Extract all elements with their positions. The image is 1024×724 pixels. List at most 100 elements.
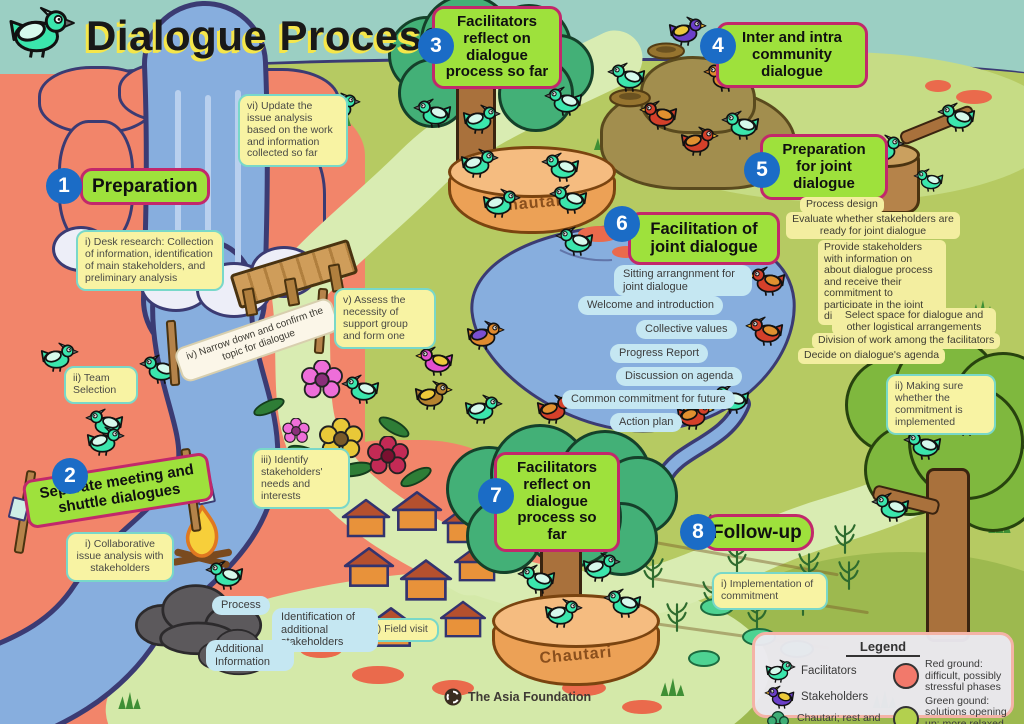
- step-2-number: 2: [52, 458, 88, 494]
- step-4-number: 4: [700, 28, 736, 64]
- waterfall-streak: [235, 90, 241, 265]
- asia-foundation-logo-icon: [444, 688, 462, 706]
- facilitator-bird-icon: [413, 98, 452, 129]
- facilitator-bird-icon: [10, 7, 75, 59]
- step-4-label: Inter and intra community dialogue: [716, 22, 868, 89]
- salmon-dots: [622, 700, 662, 714]
- facilitator-bird-icon: [555, 226, 594, 257]
- step-6-label: Facilitation of joint dialogue: [628, 212, 780, 265]
- house-icon: [398, 558, 454, 604]
- legend-grounds-column: Red ground: difficult, possibly stressfu…: [893, 657, 1011, 724]
- salmon-dots: [925, 80, 951, 92]
- note-desk-research: i) Desk research: Collection of informat…: [76, 230, 224, 292]
- step-7-number: 7: [478, 478, 514, 514]
- facilitator-bird-icon: [913, 168, 944, 193]
- facilitator-bird-icon: [544, 86, 583, 117]
- facilitator-bird-icon: [607, 62, 646, 93]
- legend-green-ground: Green gound: solutions opening up; more …: [893, 694, 1011, 724]
- facilitator-bird-icon: [549, 184, 588, 215]
- stakeholder-bird-icon: [414, 380, 453, 411]
- legend-panel: Legend Facilitators Stakeholders Chautar…: [752, 632, 1014, 724]
- preparation-joint-item: Evaluate whether stakeholders are ready …: [786, 212, 960, 240]
- note-making-sure-commitment: ii) Making sure whether the commitment i…: [886, 374, 996, 436]
- note-assess-support-group: v) Assess the necessity of support group…: [334, 288, 436, 350]
- step-1-number: 1: [46, 168, 82, 204]
- legend-label: Chautari; rest and review: [797, 712, 881, 724]
- facilitator-bird-icon: [341, 374, 380, 405]
- legend-item-stakeholders: Stakeholders: [764, 685, 887, 710]
- tree-trunk: [926, 468, 970, 642]
- legend-icons-column: Facilitators Stakeholders Chautari; rest…: [764, 657, 887, 724]
- step-5-number: 5: [744, 152, 780, 188]
- preparation-joint-item: Decide on dialogue's agenda: [798, 348, 946, 364]
- facilitator-bird-icon: [582, 552, 621, 583]
- joint-dialogue-item: Sitting arrangnment for joint dialogue: [614, 265, 752, 297]
- note-implementation-commitment: i) Implementation of commitment: [712, 572, 828, 610]
- facilitator-bird-icon: [721, 110, 760, 141]
- crop-bush: [688, 650, 720, 667]
- legend-item-chautari: Chautari; rest and review: [765, 711, 887, 724]
- facilitator-bird-icon: [464, 394, 503, 425]
- process-pill: Additional Information: [206, 640, 294, 672]
- legend-label: Stakeholders: [801, 691, 869, 703]
- footer-org-name: The Asia Foundation: [468, 690, 592, 704]
- step-5-label: Preparation for joint dialogue: [760, 134, 888, 201]
- process-pill: Identification of additional stakeholder…: [272, 608, 378, 652]
- corn-plant-icon: [832, 522, 858, 554]
- facilitator-bird-icon: [871, 492, 910, 523]
- house-icon: [438, 600, 488, 640]
- preparation-joint-item: Select space for dialogue and other logi…: [832, 308, 996, 336]
- stakeholder-bird-icon: [747, 266, 786, 297]
- joint-dialogue-item: Progress Report: [610, 344, 709, 363]
- joint-dialogue-item: Action plan: [610, 413, 683, 432]
- house-icon: [342, 546, 396, 590]
- chautari-tree-icon: [765, 711, 791, 724]
- legend-title: Legend: [763, 639, 1003, 657]
- step-8-number: 8: [680, 514, 716, 550]
- red-ground-swatch: [893, 663, 919, 690]
- facilitator-bird-icon: [937, 102, 976, 133]
- joint-dialogue-item: Common commitment for future: [562, 390, 735, 409]
- facilitator-bird-icon: [462, 104, 501, 135]
- stakeholder-bird-icon: [639, 100, 678, 131]
- page-title: Dialogue Process: [86, 12, 447, 59]
- step-8-label: Follow-up: [700, 514, 814, 552]
- house-icon: [390, 490, 444, 534]
- legend-label: Red ground: difficult, possibly stressfu…: [925, 658, 1002, 694]
- note-identify-needs: iii) Identify stakeholders' needs and in…: [252, 448, 350, 510]
- legend-label: Green gound: solutions opening up; more …: [925, 694, 1007, 724]
- joint-dialogue-item: Discussion on agenda: [616, 367, 743, 386]
- salmon-dots: [352, 666, 404, 684]
- legend-label: Facilitators: [801, 665, 857, 677]
- salmon-dots: [956, 90, 992, 104]
- facilitator-bird-icon: [541, 152, 580, 183]
- facilitator-bird-icon: [205, 560, 244, 591]
- preparation-joint-item: Process design: [800, 197, 884, 213]
- legend-red-ground: Red ground: difficult, possibly stressfu…: [893, 658, 1011, 694]
- footer: The Asia Foundation: [444, 688, 591, 706]
- joint-dialogue-item: Collective values: [636, 320, 737, 339]
- note-team-selection: ii) Team Selection: [64, 366, 138, 404]
- joint-dialogue-item: Welcome and introduction: [578, 296, 723, 315]
- facilitator-bird-icon: [460, 148, 499, 179]
- facilitator-bird-icon: [517, 564, 556, 595]
- corn-plant-icon: [836, 558, 862, 590]
- facilitator-bird-icon: [765, 659, 796, 684]
- grass-tuft: [660, 678, 686, 696]
- legend-item-facilitators: Facilitators: [765, 659, 887, 684]
- stakeholder-bird-icon: [764, 685, 795, 710]
- process-pill: Process: [212, 596, 270, 615]
- preparation-joint-item: Division of work among the facilitators: [812, 333, 1001, 349]
- step-3-number: 3: [418, 28, 454, 64]
- red-flower-icon: [366, 436, 410, 476]
- facilitator-bird-icon: [86, 426, 125, 457]
- stakeholder-bird-icon: [745, 316, 784, 347]
- corn-plant-icon: [664, 600, 690, 632]
- grass-tuft: [118, 692, 142, 709]
- stakeholder-bird-icon: [415, 346, 454, 377]
- stakeholder-bird-icon: [466, 320, 505, 351]
- pink-flower-icon: [300, 360, 344, 400]
- facilitator-bird-icon: [482, 188, 521, 219]
- step-1-label: Preparation: [80, 168, 210, 206]
